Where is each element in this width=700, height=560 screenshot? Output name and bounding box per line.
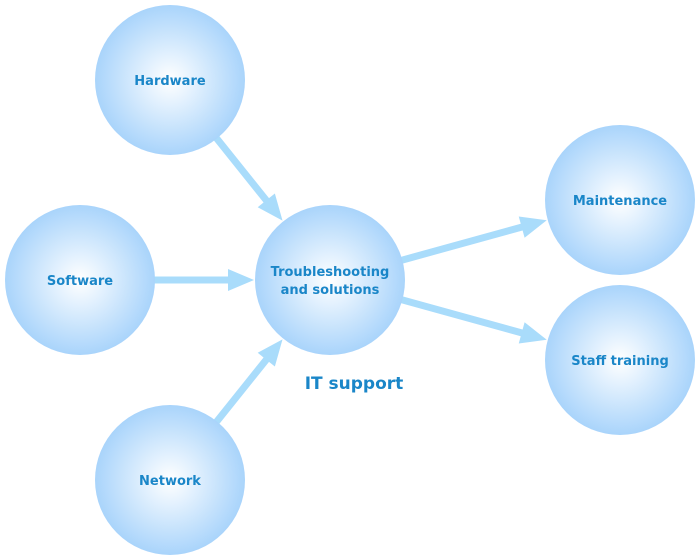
node-staff-training[interactable]: Staff training xyxy=(545,285,695,435)
arrow-shape xyxy=(213,339,283,425)
arrow-network-to-troubleshooting xyxy=(213,339,283,425)
node-label: Hardware xyxy=(134,74,206,89)
node-network[interactable]: Network xyxy=(95,405,245,555)
node-label: and solutions xyxy=(281,283,380,298)
node-label: Software xyxy=(47,274,113,289)
node-label: Staff training xyxy=(571,354,669,369)
node-label: Troubleshooting xyxy=(271,265,390,280)
node-software[interactable]: Software xyxy=(5,205,155,355)
arrow-troubleshooting-to-maintenance xyxy=(400,216,547,264)
arrow-troubleshooting-to-staff-training xyxy=(400,296,547,344)
node-troubleshooting[interactable]: Troubleshooting and solutions xyxy=(255,205,405,355)
node-circle xyxy=(545,125,695,275)
arrow-shape xyxy=(400,296,547,344)
arrow-shape xyxy=(213,135,283,221)
arrow-software-to-troubleshooting xyxy=(154,269,254,291)
node-circle xyxy=(95,5,245,155)
diagram-caption: IT support xyxy=(305,374,404,394)
node-hardware[interactable]: Hardware xyxy=(95,5,245,155)
arrow-shape xyxy=(400,216,547,264)
arrow-hardware-to-troubleshooting xyxy=(213,135,283,221)
edges-layer xyxy=(154,135,547,425)
arrow-shape xyxy=(154,269,254,291)
node-label: Maintenance xyxy=(573,194,667,209)
node-circle xyxy=(545,285,695,435)
node-circle xyxy=(5,205,155,355)
node-circle xyxy=(255,205,405,355)
node-circle xyxy=(95,405,245,555)
node-maintenance[interactable]: Maintenance xyxy=(545,125,695,275)
node-label: Network xyxy=(139,474,201,489)
